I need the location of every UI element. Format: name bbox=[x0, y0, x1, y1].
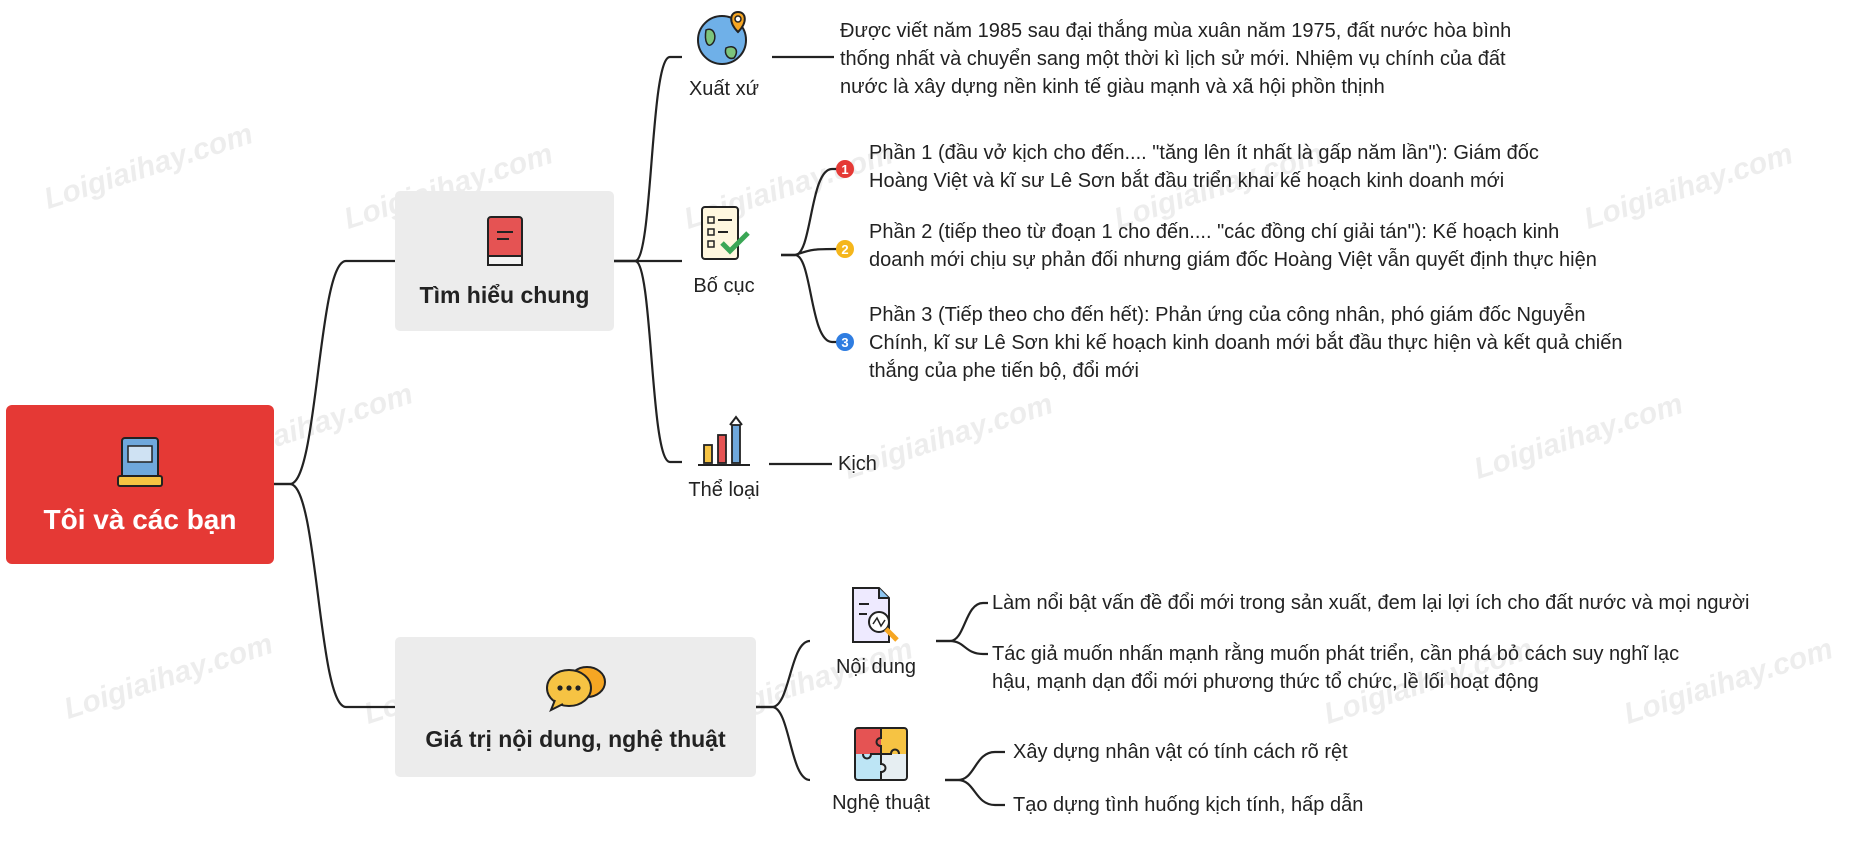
node-label: Thể loại bbox=[688, 479, 760, 501]
root-node[interactable]: Tôi và các bạn bbox=[6, 405, 274, 564]
text-line: Phần 2 (tiếp theo từ đoạn 1 cho đến.... … bbox=[869, 221, 1560, 243]
text-line: hậu, mạnh dạn đổi mới phương thức tổ chứ… bbox=[992, 671, 1539, 693]
nghe-thuat-item-2: Tạo dựng tình huống kịch tính, hấp dẫn bbox=[1013, 791, 1363, 819]
text-line: Tác giả muốn nhấn mạnh rằng muốn phát tr… bbox=[992, 643, 1680, 665]
nghe-thuat-item-1: Xây dựng nhân vật có tính cách rõ rệt bbox=[1013, 738, 1348, 766]
globe-location-icon bbox=[697, 10, 747, 65]
chat-bubbles-icon bbox=[545, 665, 606, 712]
node-bo-cuc[interactable]: Bố cục bbox=[664, 203, 784, 298]
noi-dung-item-2: Tác giả muốn nhấn mạnh rằng muốn phát tr… bbox=[992, 640, 1679, 696]
connector bbox=[936, 639, 988, 656]
node-nghe-thuat[interactable]: Nghệ thuật bbox=[821, 726, 941, 815]
text-line: Phần 1 (đầu vở kịch cho đến.... "tăng lê… bbox=[869, 142, 1539, 164]
part-3-text: Phần 3 (Tiếp theo cho đến hết): Phản ứng… bbox=[869, 301, 1622, 385]
part-number-badge: 3 bbox=[836, 333, 854, 351]
text-line: thắng của phe tiến bộ, đổi mới bbox=[869, 360, 1139, 382]
text-line: Chính, kĩ sư Lê Sơn khi kế hoạch kinh do… bbox=[869, 332, 1623, 354]
noi-dung-item-1: Làm nổi bật vấn đề đổi mới trong sản xuấ… bbox=[992, 589, 1749, 617]
bar-chart-icon bbox=[698, 415, 750, 466]
document-search-icon bbox=[852, 587, 899, 643]
puzzle-icon bbox=[854, 727, 908, 781]
connector bbox=[614, 259, 682, 464]
connector bbox=[274, 259, 395, 486]
node-noi-dung[interactable]: Nội dung bbox=[816, 584, 936, 679]
root-label: Tôi và các bạn bbox=[43, 503, 237, 535]
red-book-icon bbox=[486, 215, 523, 266]
connector bbox=[945, 750, 1005, 782]
text-line: thống nhất và chuyển sang một thời kì lị… bbox=[840, 48, 1506, 70]
branch-tim-hieu-chung[interactable]: Tìm hiểu chung bbox=[395, 191, 614, 331]
node-the-loai[interactable]: Thể loại bbox=[664, 415, 784, 502]
connector bbox=[945, 778, 1005, 807]
text-line: Được viết năm 1985 sau đại thắng mùa xuâ… bbox=[840, 20, 1512, 42]
connector bbox=[756, 639, 811, 709]
text-line: Hoàng Việt và kĩ sư Lê Sơn bắt đầu triển… bbox=[869, 170, 1505, 192]
node-xuat-xu[interactable]: Xuất xứ bbox=[664, 8, 784, 101]
connector bbox=[756, 705, 811, 782]
text-line: Làm nổi bật vấn đề đổi mới trong sản xuấ… bbox=[992, 592, 1750, 614]
branch-label: Tìm hiểu chung bbox=[419, 281, 590, 308]
part-number-badge: 2 bbox=[836, 240, 854, 258]
text-line: Xây dựng nhân vật có tính cách rõ rệt bbox=[1013, 741, 1348, 763]
part-number-badge: 1 bbox=[836, 160, 854, 178]
checklist-icon bbox=[701, 206, 750, 260]
branch-label: Giá trị nội dung, nghệ thuật bbox=[425, 725, 726, 752]
the-loai-text: Kịch bbox=[838, 453, 877, 475]
connector bbox=[781, 253, 838, 344]
connector bbox=[936, 601, 988, 643]
text-line: doanh mới chịu sự phản đối nhưng giám đố… bbox=[869, 249, 1597, 271]
text-line: Phần 3 (Tiếp theo cho đến hết): Phản ứng… bbox=[869, 304, 1586, 326]
text-line: nước là xây dựng nền kinh tế giàu mạnh v… bbox=[840, 76, 1385, 98]
book-icon bbox=[117, 436, 163, 487]
node-label: Xuất xứ bbox=[688, 78, 760, 100]
text-line: Tạo dựng tình huống kịch tính, hấp dẫn bbox=[1013, 794, 1364, 816]
part-1-text: Phần 1 (đầu vở kịch cho đến.... "tăng lê… bbox=[869, 139, 1539, 195]
xuat-xu-text: Được viết năm 1985 sau đại thắng mùa xuâ… bbox=[840, 17, 1511, 101]
node-label: Nghệ thuật bbox=[832, 792, 930, 814]
node-label: Nội dung bbox=[835, 656, 917, 678]
branch-gia-tri[interactable]: Giá trị nội dung, nghệ thuật bbox=[395, 637, 756, 777]
connector bbox=[274, 482, 395, 709]
connector bbox=[781, 167, 838, 257]
node-label: Bố cục bbox=[693, 275, 755, 297]
connector bbox=[614, 55, 682, 263]
part-2-text: Phần 2 (tiếp theo từ đoạn 1 cho đến.... … bbox=[869, 218, 1597, 274]
